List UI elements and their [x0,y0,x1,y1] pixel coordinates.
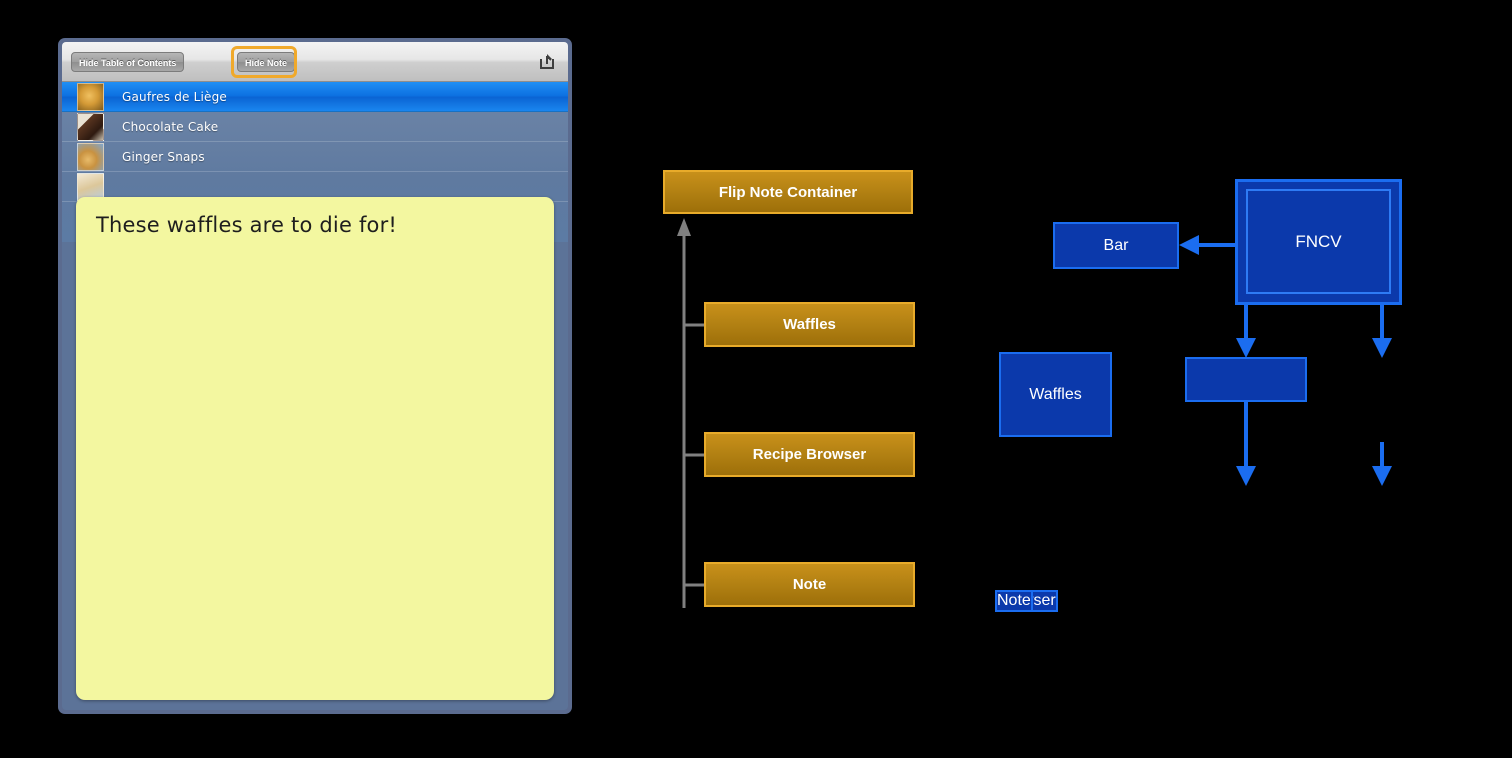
orange-node-flip-note-container[interactable]: Flip Note Container [663,170,913,214]
blue-block-diagram: Bar FNCV Waffles Browser Note [995,170,1465,612]
orange-node-recipe-browser[interactable]: Recipe Browser [704,432,915,477]
orange-hierarchy-diagram: Flip Note Container Waffles Recipe Brows… [660,168,930,623]
app-screen: Hide Table of Contents Hide Note Gaufres… [62,42,568,710]
list-item[interactable]: Gaufres de Liège [62,82,568,112]
list-item[interactable]: Ginger Snaps [62,142,568,172]
blue-node-fncv[interactable]: FNCV [1246,189,1391,294]
app-toolbar: Hide Table of Contents Hide Note [62,42,568,82]
blue-node-unlabeled-middle[interactable] [1185,357,1307,402]
note-panel[interactable]: These waffles are to die for! [76,197,554,700]
orange-node-note[interactable]: Note [704,562,915,607]
recipe-title: Ginger Snaps [122,149,205,164]
recipe-thumbnail [77,112,104,141]
ipad-app-frame: Hide Table of Contents Hide Note Gaufres… [58,38,572,714]
blue-node-note[interactable]: Note [995,590,1033,612]
blue-node-waffles[interactable]: Waffles [999,352,1112,437]
list-item[interactable]: Chocolate Cake [62,112,568,142]
note-text[interactable]: These waffles are to die for! [96,213,398,237]
blue-connectors [1179,235,1392,486]
hide-note-button[interactable]: Hide Note [237,52,296,72]
recipe-thumbnail [77,142,104,171]
share-icon[interactable] [534,50,560,74]
orange-connectors [677,218,704,608]
recipe-title: Chocolate Cake [122,119,219,134]
hide-table-of-contents-button[interactable]: Hide Table of Contents [71,52,185,72]
recipe-title: Gaufres de Liège [122,89,228,104]
blue-node-bar[interactable]: Bar [1053,222,1179,269]
recipe-thumbnail [77,82,104,111]
orange-node-waffles[interactable]: Waffles [704,302,915,347]
